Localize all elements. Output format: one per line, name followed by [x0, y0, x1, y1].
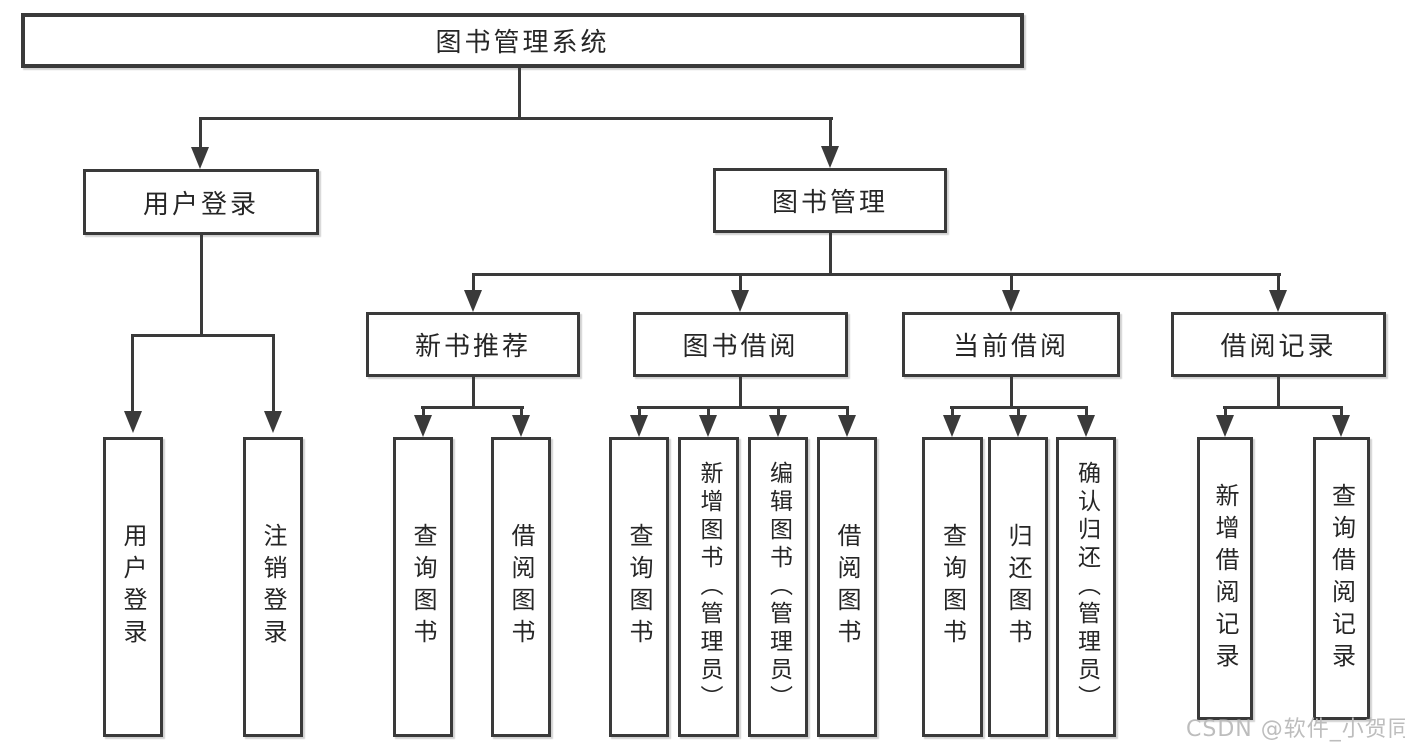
leaf-logout: 注销登录 — [243, 437, 303, 737]
edge-to-book-management — [829, 117, 832, 148]
arrowhead-icon — [630, 415, 648, 437]
edge-to-return-book — [1017, 406, 1020, 417]
arrowhead-icon — [1077, 415, 1095, 437]
node-new-book-recommend: 新书推荐 — [366, 312, 580, 377]
edge-to-current-borrow — [1010, 273, 1013, 292]
leaf-add-book-admin: 新增图书（管理员） — [678, 437, 739, 737]
edge-to-book-borrow — [739, 273, 742, 292]
edge-borrow-records-drop — [1277, 377, 1280, 409]
arrowhead-icon — [512, 415, 530, 437]
csdn-watermark: CSDN @软件_小贺同学 — [1186, 717, 1405, 742]
leaf-query-borrow-record: 查询借阅记录 — [1313, 437, 1370, 720]
edge-to-borrow-books-2 — [846, 406, 849, 417]
edge-recommend-bus — [421, 406, 524, 409]
edge-to-user-login — [199, 117, 202, 149]
arrowhead-icon — [838, 415, 856, 437]
arrowhead-icon — [1332, 415, 1350, 437]
arrowhead-icon — [769, 415, 787, 437]
arrowhead-icon — [191, 147, 209, 169]
edge-user-login-bus — [131, 334, 275, 337]
leaf-confirm-return-admin: 确认归还（管理员） — [1056, 437, 1116, 737]
arrowhead-icon — [464, 290, 482, 312]
edge-l2-bus — [199, 117, 833, 120]
edge-to-borrow-books-1 — [520, 406, 523, 417]
node-borrow-records: 借阅记录 — [1171, 312, 1386, 377]
edge-recommend-drop — [472, 377, 475, 409]
edge-current-borrow-drop — [1010, 377, 1013, 409]
edge-to-leaf-user-login — [131, 334, 134, 411]
edge-borrow-records-bus — [1223, 406, 1343, 409]
edge-to-edit-book — [777, 406, 780, 417]
arrowhead-icon — [414, 415, 432, 437]
leaf-add-borrow-record: 新增借阅记录 — [1197, 437, 1253, 720]
edge-to-new-book-recommend — [472, 273, 475, 292]
arrowhead-icon — [1009, 415, 1027, 437]
arrowhead-icon — [943, 415, 961, 437]
arrowhead-icon — [1269, 290, 1287, 312]
leaf-borrow-books-2: 借阅图书 — [817, 437, 877, 737]
node-root: 图书管理系统 — [21, 13, 1024, 68]
node-current-borrow: 当前借阅 — [902, 312, 1120, 377]
edge-book-borrow-drop — [739, 377, 742, 409]
edge-user-login-drop — [200, 235, 203, 337]
leaf-borrow-books-1: 借阅图书 — [491, 437, 551, 737]
edge-to-borrow-records — [1277, 273, 1280, 292]
leaf-query-books-3: 查询图书 — [922, 437, 983, 737]
leaf-query-books-2: 查询图书 — [609, 437, 669, 737]
edge-to-leaf-logout — [272, 334, 275, 411]
leaf-edit-book-admin: 编辑图书（管理员） — [748, 437, 808, 737]
arrowhead-icon — [1216, 415, 1234, 437]
edge-root-drop — [518, 68, 521, 117]
edge-to-query-books-3 — [951, 406, 954, 417]
edge-book-borrow-bus — [637, 406, 849, 409]
arrowhead-icon — [699, 415, 717, 437]
edge-to-query-borrow-record — [1340, 406, 1343, 417]
edge-to-query-books-1 — [422, 406, 425, 417]
edge-book-mgmt-drop — [829, 233, 832, 273]
leaf-user-login: 用户登录 — [103, 437, 163, 737]
arrowhead-icon — [124, 411, 142, 433]
leaf-query-books-1: 查询图书 — [393, 437, 453, 737]
node-book-borrow: 图书借阅 — [633, 312, 848, 377]
arrowhead-icon — [1002, 290, 1020, 312]
edge-l3-bus — [472, 273, 1281, 276]
edge-to-add-borrow-record — [1224, 406, 1227, 417]
arrowhead-icon — [821, 146, 839, 168]
edge-to-confirm-return — [1085, 406, 1088, 417]
edge-to-query-books-2 — [638, 406, 641, 417]
leaf-return-book: 归还图书 — [988, 437, 1048, 737]
arrowhead-icon — [731, 290, 749, 312]
node-user-login: 用户登录 — [83, 169, 319, 235]
node-book-management: 图书管理 — [713, 168, 947, 233]
arrowhead-icon — [264, 411, 282, 433]
edge-to-add-book — [707, 406, 710, 417]
